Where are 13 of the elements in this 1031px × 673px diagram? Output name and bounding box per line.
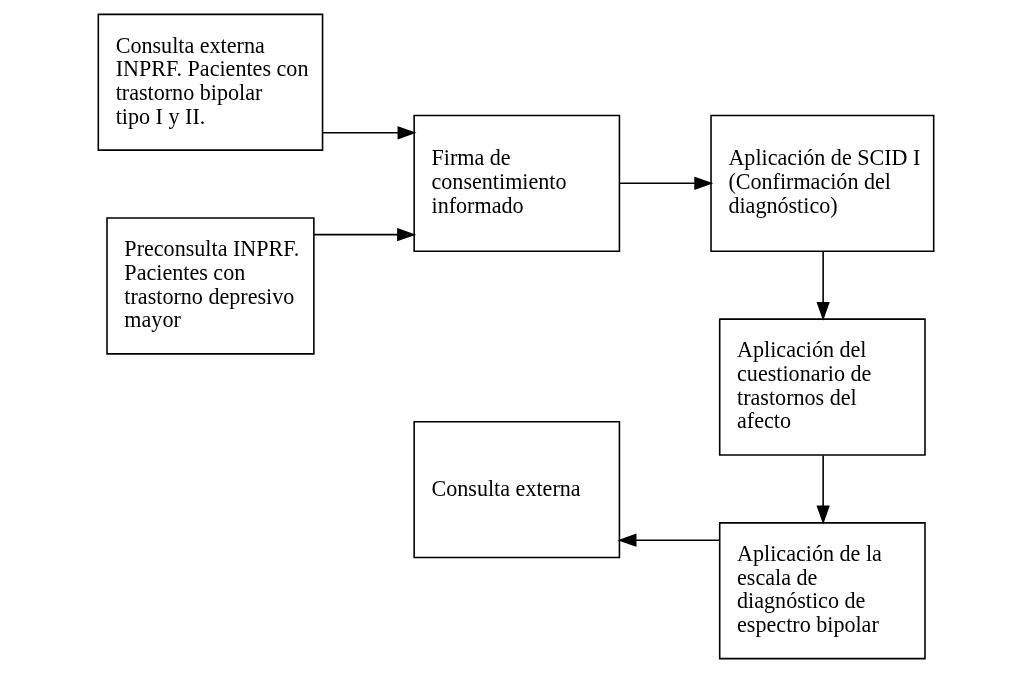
arrow	[816, 250, 830, 321]
arrow	[321, 126, 416, 140]
arrow	[312, 228, 416, 242]
node-box: Aplicación de la escala de diagnóstico de espectro bipolar	[718, 522, 926, 660]
arrow	[617, 533, 720, 547]
node-box: Consulta externa INPRF. Pacientes con trastorno bipolar tipo I y II.	[97, 13, 323, 151]
node-box: Consulta externa	[412, 420, 620, 559]
arrow	[618, 176, 713, 190]
arrow	[816, 454, 830, 525]
node-box: Preconsulta INPRF. Pacientes con trastorno depresivo mayor	[105, 217, 315, 355]
node-box: Aplicación de SCID I (Confirmación del diagnóstico)	[709, 114, 934, 252]
node-box: Aplicación del cuestionario de trastornos del afecto	[718, 318, 926, 456]
node-box: Firma de consentimiento informado	[412, 114, 620, 252]
